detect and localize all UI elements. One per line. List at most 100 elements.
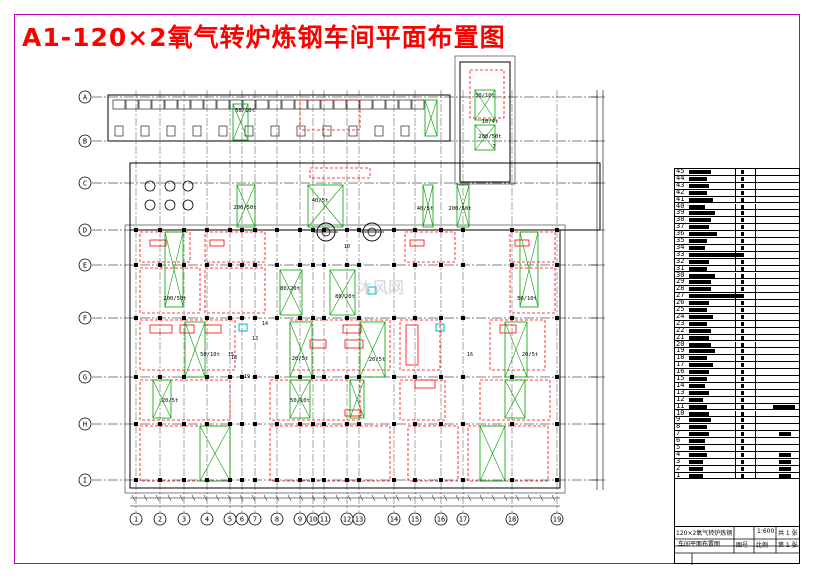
structural-column <box>311 263 315 267</box>
structural-column <box>345 422 349 426</box>
parts-list-divider <box>755 458 756 466</box>
parts-list-row: 22 <box>675 326 799 335</box>
bay-window <box>411 99 425 110</box>
structural-column <box>134 478 138 482</box>
parts-list-row: 43 <box>675 181 799 190</box>
structural-column <box>322 316 326 320</box>
room-wall <box>139 267 201 314</box>
parts-list-divider <box>735 341 736 349</box>
crane-rect <box>474 124 496 151</box>
dimension-tick <box>455 494 460 502</box>
parts-list-number: 39 <box>676 208 685 217</box>
parts-list-divider <box>735 258 736 266</box>
parts-list-name-text <box>689 259 709 264</box>
parts-list-divider <box>755 313 756 321</box>
crane-diagonal <box>456 184 470 228</box>
room-wall <box>404 231 456 263</box>
column-axis-bubble <box>293 512 307 526</box>
structural-column <box>510 422 514 426</box>
bay-window <box>112 99 126 110</box>
crane-rect <box>232 103 249 141</box>
parts-list-divider <box>735 465 736 473</box>
bay-window <box>164 99 178 110</box>
structural-column <box>510 263 514 267</box>
crane-diagonal <box>289 379 311 419</box>
dimension-tick <box>275 494 280 502</box>
column-axis-label: 14 <box>390 516 398 524</box>
structural-column <box>205 263 209 267</box>
structural-column <box>392 316 396 320</box>
crane-rect <box>456 184 470 228</box>
parts-list-row: 1 <box>675 471 799 480</box>
parts-list-name-text <box>689 466 703 471</box>
title-block-name-2: 车间平面布置图 <box>678 541 721 548</box>
parts-list-qty <box>741 273 744 278</box>
structural-column <box>298 422 302 426</box>
parts-list-number: 24 <box>676 311 685 320</box>
crane-capacity-label: 200/50t <box>478 134 501 140</box>
parts-list-name-text <box>689 411 709 416</box>
structural-column <box>134 316 138 320</box>
parts-list-divider <box>735 320 736 328</box>
crane-rect <box>279 269 303 316</box>
structural-column <box>182 422 186 426</box>
structural-column <box>439 316 443 320</box>
structural-column <box>413 422 417 426</box>
parts-list-divider <box>755 320 756 328</box>
room-wall <box>399 319 441 371</box>
crane-zone <box>479 425 506 482</box>
crane-capacity-label: 20/5t <box>522 352 539 358</box>
equipment-box <box>209 239 225 247</box>
parts-list-number: 5 <box>676 443 681 451</box>
parts-list-row: 44 <box>675 174 799 183</box>
structural-column <box>205 375 209 379</box>
room-wall <box>467 425 549 482</box>
crane-capacity-label: 50/10t <box>290 398 310 404</box>
structural-column <box>345 375 349 379</box>
structural-column <box>298 316 302 320</box>
parts-list-divider <box>755 403 756 411</box>
parts-list-divider <box>755 438 756 445</box>
parts-list-name-text <box>689 459 703 464</box>
parts-list-divider <box>735 286 736 294</box>
parts-list-divider <box>755 355 756 363</box>
crane-capacity-label: 80/20t <box>335 294 355 300</box>
column-axis-label: 17 <box>459 516 467 524</box>
crane-rect <box>236 184 256 228</box>
structural-column <box>240 228 244 232</box>
parts-list-number: 18 <box>676 353 685 362</box>
parts-list-divider <box>735 382 736 390</box>
parts-list-divider <box>735 362 736 370</box>
parts-list-qty <box>741 383 744 388</box>
parts-list-row: 29 <box>675 277 799 287</box>
structural-column <box>322 422 326 426</box>
parts-list-qty <box>741 466 744 471</box>
title-block-sheet: 第 1 张 <box>778 542 798 549</box>
structural-column <box>311 422 315 426</box>
crane-zone <box>424 99 438 137</box>
parts-list-qty <box>741 390 744 395</box>
structural-column <box>322 263 326 267</box>
crane-diagonal <box>504 379 526 419</box>
parts-list-name-text <box>689 446 705 450</box>
column-axis-label: 6 <box>240 516 244 524</box>
row-axis-label: H <box>83 421 87 429</box>
bay-window <box>268 99 282 110</box>
parts-list-row: 36 <box>675 229 799 238</box>
parts-list-qty <box>741 321 744 326</box>
structural-column <box>275 422 279 426</box>
row-axis-bubble <box>78 258 92 272</box>
room-wall <box>204 231 266 263</box>
crane-zone <box>199 425 231 482</box>
bay-door <box>244 125 254 137</box>
crane-zone <box>236 184 256 228</box>
parts-list-row: 28 <box>675 284 799 294</box>
crane-rect <box>422 184 434 228</box>
parts-list-number: 26 <box>676 298 685 307</box>
parts-list-divider <box>755 376 756 383</box>
bay-window <box>138 99 152 110</box>
parts-list-number: 35 <box>676 236 685 244</box>
parts-list-row: 42 <box>675 188 799 197</box>
parts-list-row: 39 <box>675 208 799 218</box>
parts-list-row: 9 <box>675 415 799 425</box>
